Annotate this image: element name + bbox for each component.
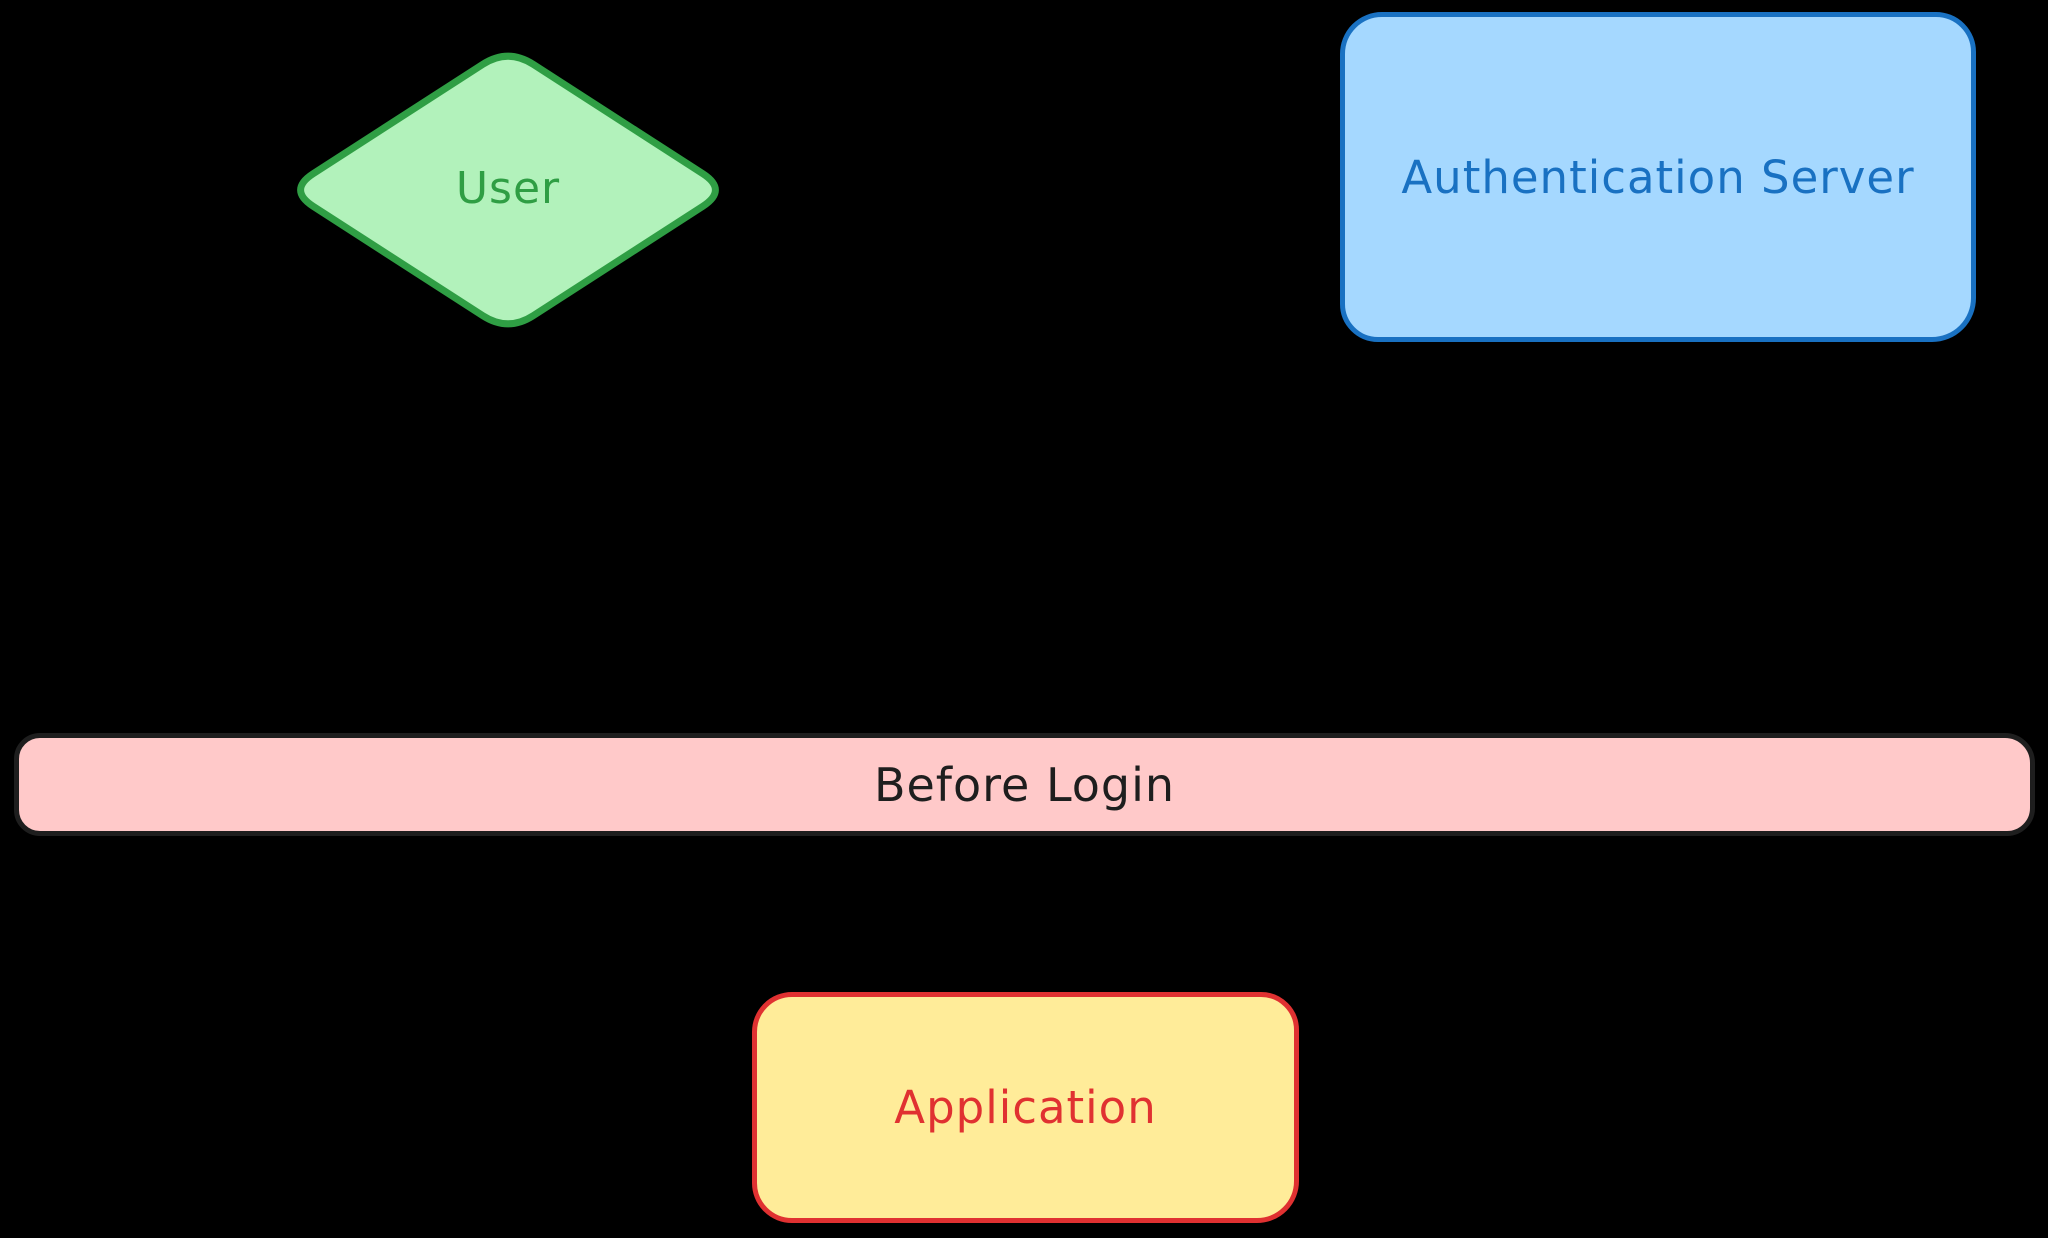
node-auth-server-label: Authentication Server (1401, 150, 1915, 204)
diamond-shape (297, 52, 719, 328)
node-application: Application (752, 992, 1299, 1223)
node-user: User (278, 40, 738, 336)
node-before-login: Before Login (14, 733, 2035, 836)
diamond-icon (297, 52, 719, 328)
node-before-login-label: Before Login (873, 757, 1176, 812)
node-auth-server: Authentication Server (1340, 12, 1976, 342)
node-application-label: Application (894, 1081, 1157, 1134)
